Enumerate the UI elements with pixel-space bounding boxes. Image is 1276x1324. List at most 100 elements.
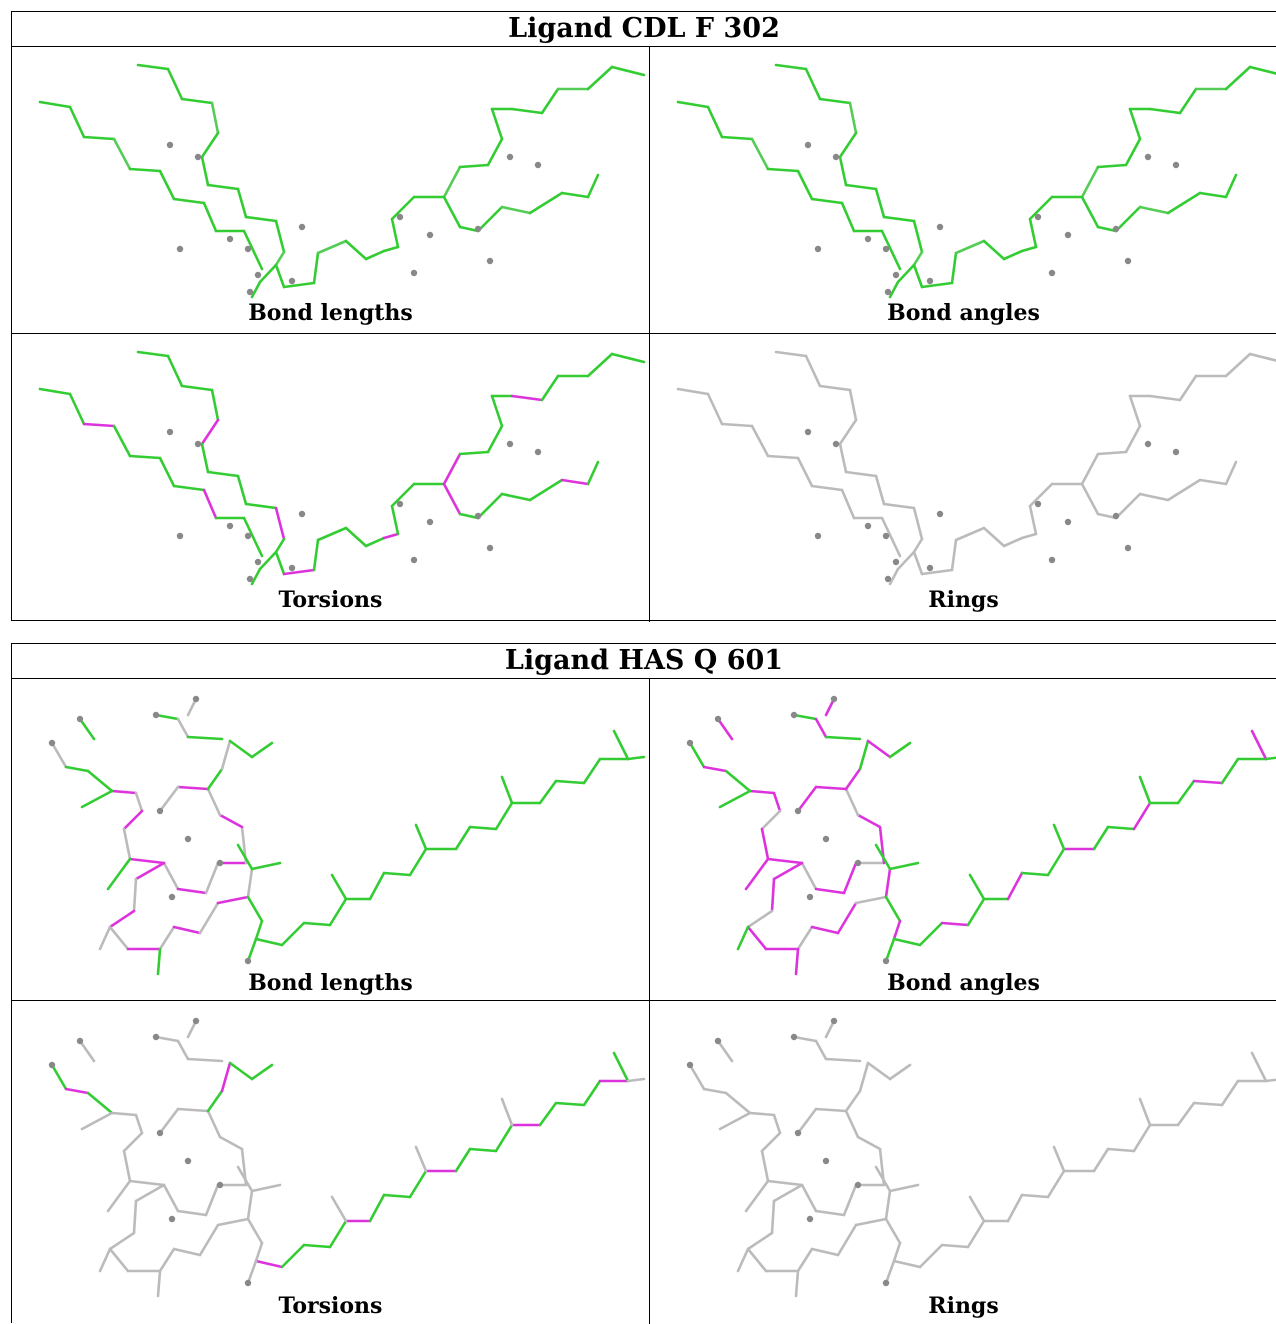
bond [912,219,924,254]
bond [772,861,804,881]
bond [364,536,386,548]
bond [162,861,180,891]
bond [442,482,462,516]
bond [892,919,902,941]
atom [1048,556,1056,564]
bond [792,713,818,721]
bond [856,1135,882,1151]
atom [534,448,542,456]
bond [134,1183,166,1203]
atom [814,532,822,540]
bond [760,827,770,861]
bond [760,1131,782,1153]
bond [1176,779,1196,805]
bond [848,101,858,135]
bond [490,394,504,428]
bond [442,195,462,229]
bond [132,1199,138,1235]
bond [920,281,954,289]
bond [586,173,600,199]
bond [136,350,170,358]
panel-bond-lengths: Bond lengths [12,47,649,333]
bond [1006,1193,1024,1223]
bond [86,769,114,793]
bond [884,895,902,923]
bond [250,1063,274,1081]
bond [216,895,250,905]
bond [476,205,504,233]
bond [856,813,882,829]
cell-divider [649,47,650,622]
bond [940,921,970,927]
panel-bond-angles: Bond angles [650,47,1276,333]
bond [772,791,782,813]
bond [414,1145,428,1173]
bond [172,925,202,935]
bond [390,504,400,536]
atom [216,1181,224,1189]
atom [288,564,296,572]
bond [844,470,878,478]
bond [766,857,804,865]
bond [368,871,386,901]
bond [796,925,814,951]
bond [200,155,210,187]
atom [244,532,252,540]
atom [882,532,890,540]
bond [250,280,262,299]
bond [122,1149,132,1183]
bond [800,1183,818,1213]
bond [716,1039,734,1063]
bond [80,1111,114,1131]
cell-divider [649,679,650,1324]
bond [746,1231,774,1251]
bond [1028,195,1054,221]
bond [246,937,258,963]
bond [162,1183,180,1213]
bond [246,895,264,923]
bond [242,229,264,271]
atom [216,859,224,867]
atom [194,440,202,448]
bond [414,823,428,851]
row-divider [12,1000,1276,1001]
bond [824,735,862,741]
bond [844,767,862,791]
molecule-image [48,695,646,976]
bond [64,765,90,773]
bond [582,1079,602,1107]
bond [554,779,586,785]
bond [128,454,162,460]
bond [158,1247,176,1273]
atom [864,522,872,530]
bond [108,909,136,929]
bond [200,418,220,446]
bond [950,538,958,572]
atom [1144,440,1152,448]
bond [242,516,264,558]
bond [920,568,954,576]
bond [1046,1169,1066,1199]
bond [158,925,176,951]
atom [152,1033,160,1041]
bond [172,484,206,492]
bond [1192,1101,1224,1107]
bond [122,1131,144,1153]
bond [858,1061,870,1093]
bond [874,843,892,871]
bond [476,492,504,520]
bond [1128,394,1142,428]
bond [500,492,532,502]
bond [1248,352,1276,362]
bond [746,1247,768,1273]
bond [246,1259,258,1285]
bond [968,873,986,901]
bond [282,568,316,576]
bond [210,388,220,422]
bond [880,516,902,558]
bond [746,925,768,951]
atom [686,1061,694,1069]
molecule-image [676,350,1276,586]
bond [1176,1101,1196,1127]
panel-caption: Torsions [278,1293,383,1319]
